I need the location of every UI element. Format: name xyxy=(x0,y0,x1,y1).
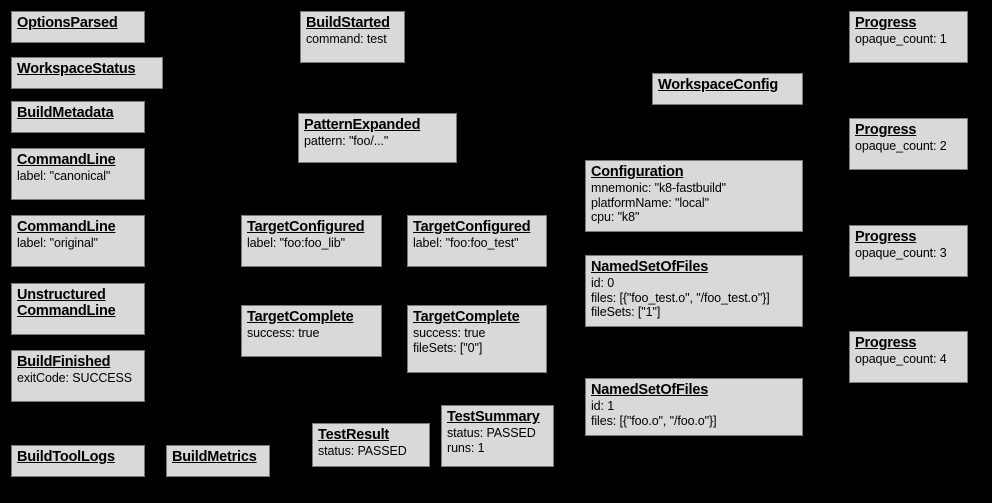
node-field: label: "foo:foo_test" xyxy=(413,236,519,251)
node-title: BuildFinished xyxy=(17,354,111,370)
node-title: Progress xyxy=(855,15,917,31)
node-field: label: "original" xyxy=(17,236,98,251)
node-field: command: test xyxy=(306,32,387,47)
node-field: label: "foo:foo_lib" xyxy=(247,236,345,251)
node-title: TargetConfigured xyxy=(413,219,531,235)
node-field: mnemonic: "k8-fastbuild" xyxy=(591,181,727,196)
graph-node-unstructured-command-line[interactable]: Unstructured CommandLine xyxy=(11,283,145,335)
graph-node-build-metadata[interactable]: BuildMetadata xyxy=(11,101,145,133)
node-fields: exitCode: SUCCESS xyxy=(17,371,139,385)
node-fields: status: PASSED xyxy=(318,444,424,458)
node-field: runs: 1 xyxy=(447,440,485,455)
node-fields: mnemonic: "k8-fastbuild"platformName: "l… xyxy=(591,181,797,223)
node-field: fileSets: ["0"] xyxy=(413,340,483,355)
node-title: TestSummary xyxy=(447,409,540,425)
node-title: BuildToolLogs xyxy=(17,449,115,465)
node-title: TargetConfigured xyxy=(247,219,365,235)
node-field: pattern: "foo/..." xyxy=(304,134,389,149)
node-field: opaque_count: 1 xyxy=(855,32,947,47)
node-title: OptionsParsed xyxy=(17,15,118,31)
node-fields: label: "original" xyxy=(17,236,139,250)
node-field: opaque_count: 2 xyxy=(855,139,947,154)
node-fields: label: "foo:foo_test" xyxy=(413,236,541,250)
node-field: exitCode: SUCCESS xyxy=(17,371,133,386)
node-fields: opaque_count: 3 xyxy=(855,246,962,260)
graph-node-workspace-config[interactable]: WorkspaceConfig xyxy=(652,73,803,105)
graph-node-build-tool-logs[interactable]: BuildToolLogs xyxy=(11,445,145,477)
node-field: label: "canonical" xyxy=(17,169,111,184)
node-title: Progress xyxy=(855,229,917,245)
node-title: PatternExpanded xyxy=(304,117,421,133)
node-field: status: PASSED xyxy=(318,444,407,459)
graph-node-workspace-status[interactable]: WorkspaceStatus xyxy=(11,57,163,89)
node-field: files: [{"foo_test.o", "/foo_test.o"}] xyxy=(591,290,770,305)
node-field: success: true xyxy=(247,326,320,341)
node-field: opaque_count: 3 xyxy=(855,246,947,261)
node-field: success: true xyxy=(413,326,486,341)
node-fields: opaque_count: 4 xyxy=(855,352,962,366)
node-title: Progress xyxy=(855,335,917,351)
node-title: BuildMetadata xyxy=(17,105,114,121)
graph-node-options-parsed[interactable]: OptionsParsed xyxy=(11,11,145,43)
node-fields: command: test xyxy=(306,32,399,46)
node-field: platformName: "local" xyxy=(591,195,709,210)
node-title: BuildMetrics xyxy=(172,449,257,465)
node-fields: pattern: "foo/..." xyxy=(304,134,451,148)
node-title: WorkspaceConfig xyxy=(658,77,779,93)
node-title: CommandLine xyxy=(17,219,116,235)
node-title: TargetComplete xyxy=(413,309,520,325)
node-fields: opaque_count: 2 xyxy=(855,139,962,153)
node-title: NamedSetOfFiles xyxy=(591,259,709,275)
node-title: TestResult xyxy=(318,427,390,443)
node-field: files: [{"foo.o", "/foo.o"}] xyxy=(591,413,717,428)
node-title: TargetComplete xyxy=(247,309,354,325)
node-title: CommandLine xyxy=(17,152,116,168)
node-title: Unstructured CommandLine xyxy=(17,287,116,320)
node-fields: label: "foo:foo_lib" xyxy=(247,236,376,250)
graph-node-build-metrics[interactable]: BuildMetrics xyxy=(166,445,270,477)
node-field: status: PASSED xyxy=(447,426,536,441)
node-field: id: 1 xyxy=(591,399,615,414)
node-title: BuildStarted xyxy=(306,15,390,31)
node-field: cpu: "k8" xyxy=(591,209,640,224)
node-field: opaque_count: 4 xyxy=(855,352,947,367)
node-field: fileSets: ["1"] xyxy=(591,304,661,319)
node-title: Progress xyxy=(855,122,917,138)
node-fields: label: "canonical" xyxy=(17,169,139,183)
node-field: id: 0 xyxy=(591,276,615,291)
node-fields: success: true xyxy=(247,326,376,340)
node-title: WorkspaceStatus xyxy=(17,61,136,77)
node-title: NamedSetOfFiles xyxy=(591,382,709,398)
node-title: Configuration xyxy=(591,164,684,180)
node-fields: opaque_count: 1 xyxy=(855,32,962,46)
